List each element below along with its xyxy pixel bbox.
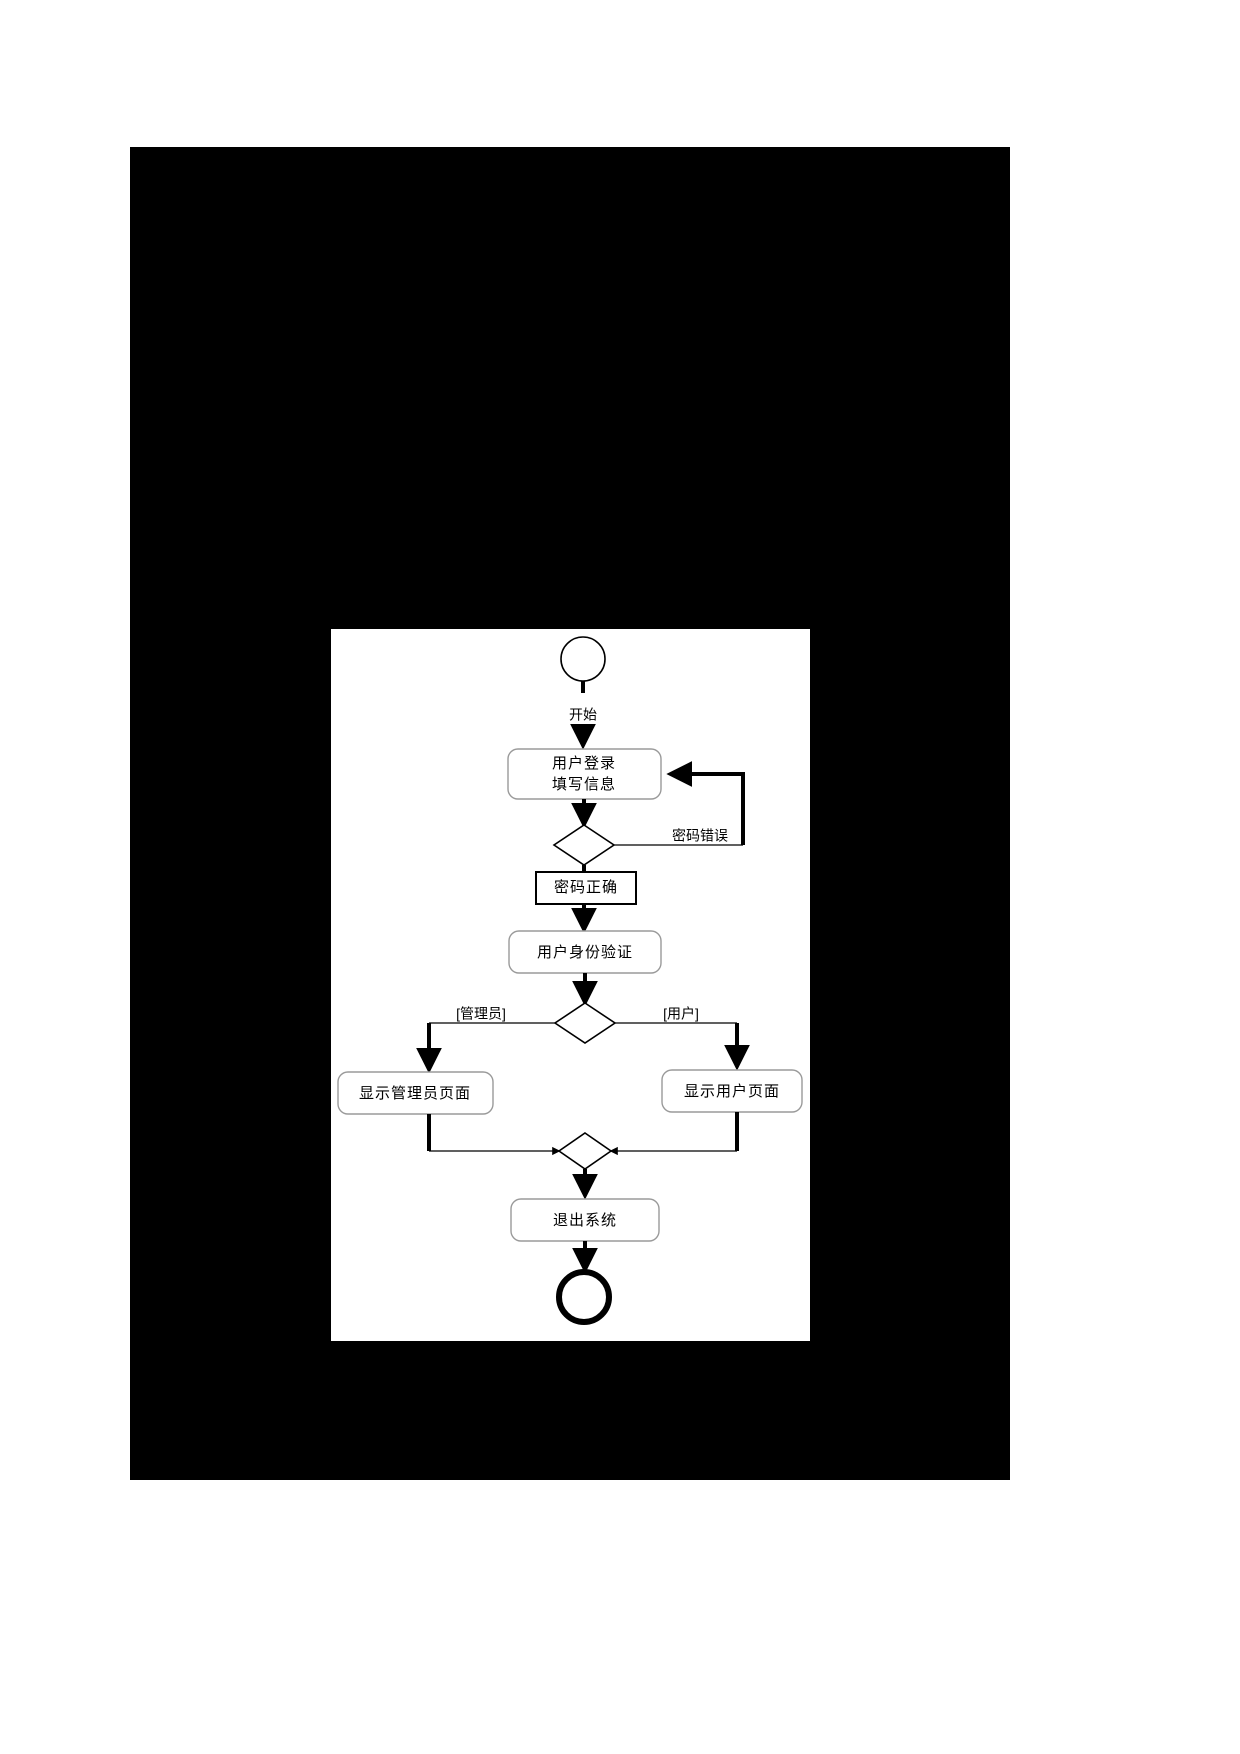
edge-label-guard-admin: [管理员]: [456, 1006, 506, 1022]
decision-password[interactable]: [552, 824, 616, 866]
edge-pw-wrong-return-to-login: [666, 761, 745, 845]
activity-show-admin-page[interactable]: [337, 1071, 494, 1115]
final-node-outer-ring: [556, 1269, 612, 1325]
merge-node[interactable]: [557, 1132, 613, 1170]
activity-show-admin-page-label: 显示管理员页面: [359, 1085, 471, 1102]
guard-box-password-correct: [535, 871, 637, 905]
activity-user-login-line1: 用户登录: [552, 755, 616, 772]
activity-diagram-svg: 开始 用户登录 填写信息 密码错误 密码正确 用户身份验证 [管理员]: [337, 636, 803, 1325]
activity-show-user-page[interactable]: [661, 1069, 803, 1113]
edge-label-start: 开始: [569, 707, 597, 723]
activity-user-authentication-label: 用户身份验证: [537, 944, 633, 961]
activity-show-user-page-label: 显示用户页面: [684, 1083, 780, 1100]
activity-logout-label: 退出系统: [553, 1212, 617, 1229]
activity-user-login-line2: 填写信息: [552, 776, 616, 793]
guard-label-password-correct: 密码正确: [554, 879, 618, 896]
activity-diagram-canvas: 开始 用户登录 填写信息 密码错误 密码正确 用户身份验证 [管理员]: [331, 629, 810, 1341]
edge-label-password-wrong: 密码错误: [672, 828, 728, 844]
initial-node: [560, 636, 606, 682]
edge-label-guard-user: [用户]: [663, 1006, 699, 1022]
decision-role[interactable]: [553, 1002, 617, 1044]
